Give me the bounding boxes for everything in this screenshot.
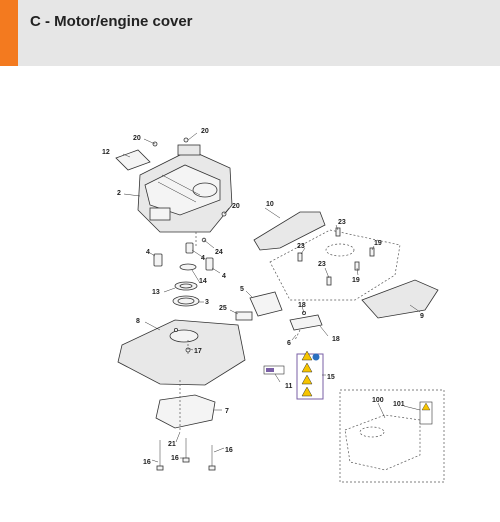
part-18-clip[interactable] bbox=[289, 310, 323, 331]
part-19-pins[interactable] bbox=[354, 247, 375, 271]
callout-5: 5 bbox=[240, 286, 244, 293]
callout-2: 2 bbox=[117, 190, 121, 197]
part-16-bolts[interactable] bbox=[156, 438, 216, 471]
part-11-label[interactable] bbox=[263, 365, 285, 375]
detail-inset-box bbox=[339, 389, 445, 483]
callout-17: 17 bbox=[194, 348, 202, 355]
callout-9: 9 bbox=[420, 313, 424, 320]
part-9-rear-cover[interactable] bbox=[361, 279, 439, 319]
callout-13: 13 bbox=[152, 289, 160, 296]
part-6-bracket[interactable] bbox=[294, 329, 301, 341]
callout-10: 10 bbox=[266, 201, 274, 208]
callout-7: 7 bbox=[225, 408, 229, 415]
header-accent-bar bbox=[0, 0, 18, 66]
callout-6: 6 bbox=[287, 340, 291, 347]
callout-20: 20 bbox=[232, 203, 240, 210]
callout-4: 4 bbox=[146, 249, 150, 256]
callout-14: 14 bbox=[199, 278, 207, 285]
callout-100: 100 bbox=[372, 397, 384, 404]
part-12-sticker[interactable] bbox=[115, 149, 151, 171]
leader-lines bbox=[122, 132, 421, 463]
callout-4: 4 bbox=[222, 273, 226, 280]
part-25-label[interactable] bbox=[235, 311, 253, 321]
cover-assembly-outline bbox=[269, 229, 401, 301]
callout-23: 23 bbox=[318, 261, 326, 268]
part-7-gasket[interactable] bbox=[155, 394, 216, 429]
callout-19: 19 bbox=[352, 277, 360, 284]
part-10-handle[interactable] bbox=[253, 211, 326, 251]
callout-24: 24 bbox=[215, 249, 223, 256]
callout-18: 18 bbox=[332, 336, 340, 343]
callout-4: 4 bbox=[201, 255, 205, 262]
part-4-spacers[interactable] bbox=[153, 242, 214, 271]
part-2-engine[interactable] bbox=[137, 144, 233, 233]
section-header: C - Motor/engine cover bbox=[0, 0, 500, 66]
callout-23: 23 bbox=[297, 243, 305, 250]
callout-8: 8 bbox=[136, 318, 140, 325]
callout-11: 11 bbox=[285, 383, 293, 390]
callout-19: 19 bbox=[374, 240, 382, 247]
callout-101: 101 bbox=[393, 401, 405, 408]
callout-20: 20 bbox=[133, 135, 141, 142]
part-8-deck[interactable] bbox=[117, 319, 246, 386]
section-title: C - Motor/engine cover bbox=[30, 13, 193, 30]
callout-3: 3 bbox=[205, 299, 209, 306]
part-13-ring[interactable] bbox=[174, 281, 198, 291]
callout-20: 20 bbox=[201, 128, 209, 135]
callout-16: 16 bbox=[225, 447, 233, 454]
callout-16: 16 bbox=[171, 455, 179, 462]
callout-15: 15 bbox=[327, 374, 335, 381]
part-5-cover-plate[interactable] bbox=[249, 291, 283, 317]
callout-18: 18 bbox=[298, 302, 306, 309]
callout-25: 25 bbox=[219, 305, 227, 312]
callout-12: 12 bbox=[102, 149, 110, 156]
callout-16: 16 bbox=[143, 459, 151, 466]
part-15-warning-label[interactable] bbox=[296, 350, 324, 400]
part-3-ring[interactable] bbox=[172, 295, 200, 307]
callout-labels: 20 20 12 2 20 10 23 23 23 19 19 24 4 4 4… bbox=[102, 128, 424, 466]
callout-21: 21 bbox=[168, 441, 176, 448]
part-23-pins[interactable] bbox=[297, 227, 341, 286]
callout-23: 23 bbox=[338, 219, 346, 226]
part-14-seal[interactable] bbox=[179, 263, 197, 271]
